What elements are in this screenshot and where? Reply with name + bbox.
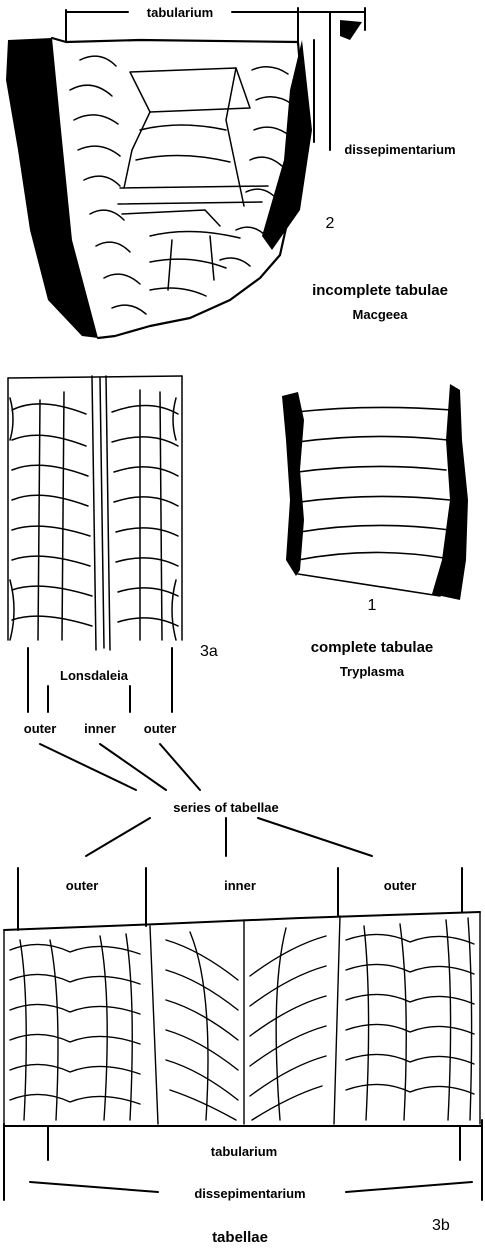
fig3a-inner: inner bbox=[84, 721, 116, 736]
fig2-tabularium-label: tabularium bbox=[147, 5, 213, 20]
figure-3b-tabellae: outer inner outer tabularium bbox=[4, 868, 482, 1246]
fig3a-outer-right: outer bbox=[144, 721, 177, 736]
figure-3a-lonsdaleia: 3a Lonsdaleia outer inner outer bbox=[8, 376, 218, 736]
fig2-caption: incomplete tabulae bbox=[312, 282, 448, 299]
fig1-caption: complete tabulae bbox=[311, 639, 434, 656]
fig3b-inner: inner bbox=[224, 878, 256, 893]
fig3a-genus: Lonsdaleia bbox=[60, 668, 129, 683]
fig2-genus: Macgeea bbox=[353, 307, 409, 322]
fig3a-specimen bbox=[8, 376, 182, 650]
fig1-number: 1 bbox=[368, 597, 377, 614]
fig1-specimen bbox=[282, 384, 468, 600]
fig3b-outer-right: outer bbox=[384, 878, 417, 893]
fig3b-specimen bbox=[4, 912, 480, 1124]
fig3a-number: 3a bbox=[200, 643, 218, 660]
fig2-specimen bbox=[6, 20, 362, 338]
figure-1-tryplasma: 1 complete tabulae Tryplasma bbox=[282, 384, 468, 679]
fig1-genus: Tryplasma bbox=[340, 664, 405, 679]
fig3b-tabularium-label: tabularium bbox=[211, 1144, 277, 1159]
figure-2-macgeea: tabularium dissepimentarium 2 incomplete… bbox=[6, 5, 456, 338]
fig2-dissepimentarium-label: dissepimentarium bbox=[344, 142, 455, 157]
fig3b-outer-left: outer bbox=[66, 878, 99, 893]
fig2-number: 2 bbox=[326, 215, 335, 232]
fig3b-dissepimentarium-label: dissepimentarium bbox=[194, 1186, 305, 1201]
series-of-tabellae-label: series of tabellae bbox=[173, 800, 279, 815]
fig3b-number: 3b bbox=[432, 1217, 450, 1234]
fig3b-caption: tabellae bbox=[212, 1229, 268, 1246]
fig3a-outer-left: outer bbox=[24, 721, 57, 736]
